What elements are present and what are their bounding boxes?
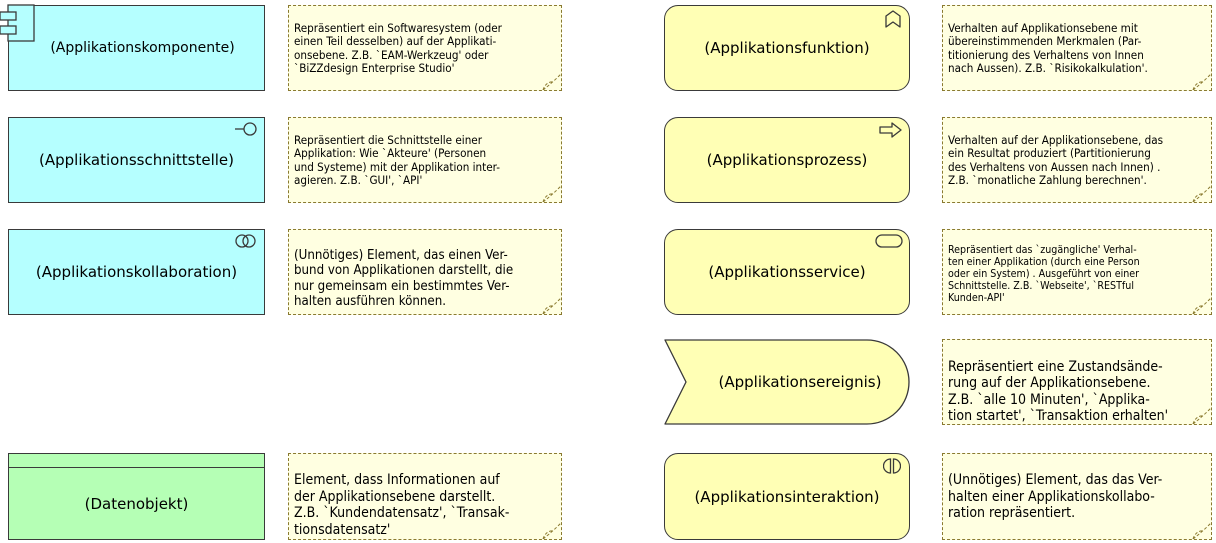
applikationskollaboration-element[interactable]: (Applikationskollaboration) bbox=[8, 229, 265, 315]
note-komponente: Repräsentiert ein Softwaresystem (oder e… bbox=[288, 5, 562, 91]
note-curl-icon bbox=[542, 297, 561, 314]
note-text: Element, dass Informationen auf der Appl… bbox=[294, 472, 510, 538]
note-ereignis: Repräsentiert eine Zustandsände- rung au… bbox=[942, 339, 1212, 425]
note-funktion: Verhalten auf Applikationsebene mit über… bbox=[942, 5, 1212, 91]
note-interaktion: (Unnötiges) Element, das das Ver- halten… bbox=[942, 453, 1212, 540]
note-curl-icon bbox=[1192, 522, 1211, 539]
note-curl-icon bbox=[542, 185, 561, 202]
note-text: Repräsentiert ein Softwaresystem (oder e… bbox=[294, 20, 502, 76]
component-icon bbox=[0, 4, 35, 42]
note-kollaboration: (Unnötiges) Element, das einen Ver- bund… bbox=[288, 229, 562, 315]
note-text: Verhalten auf der Applikationsebene, das… bbox=[948, 132, 1164, 188]
note-text: Repräsentiert die Schnittstelle einer Ap… bbox=[294, 132, 500, 188]
datenobjekt-element[interactable]: (Datenobjekt) bbox=[8, 453, 265, 540]
note-curl-icon bbox=[542, 73, 561, 90]
note-text: (Unnötiges) Element, das einen Ver- bund… bbox=[294, 247, 514, 310]
applikationsservice-element[interactable]: (Applikationsservice) bbox=[664, 229, 910, 315]
element-label: (Applikationsereignis) bbox=[718, 373, 882, 391]
interaction-icon bbox=[883, 458, 901, 474]
note-curl-icon bbox=[1192, 73, 1211, 90]
data-object-header bbox=[9, 467, 264, 468]
element-label: (Datenobjekt) bbox=[84, 494, 189, 513]
applikationsprozess-element[interactable]: (Applikationsprozess) bbox=[664, 117, 910, 203]
element-label: (Applikationsservice) bbox=[708, 263, 866, 281]
process-arrow-icon bbox=[879, 122, 902, 138]
element-label: (Applikationsfunktion) bbox=[704, 39, 870, 57]
function-icon bbox=[885, 10, 901, 28]
applikationsereignis-element[interactable]: (Applikationsereignis) bbox=[664, 339, 910, 425]
note-curl-icon bbox=[1192, 407, 1211, 424]
note-datenobjekt: Element, dass Informationen auf der Appl… bbox=[288, 453, 562, 540]
note-curl-icon bbox=[1192, 185, 1211, 202]
element-label: (Applikationskomponente) bbox=[50, 40, 235, 56]
service-icon bbox=[875, 234, 903, 248]
applikationskomponente-element[interactable]: (Applikationskomponente) bbox=[0, 4, 265, 91]
note-text: Repräsentiert eine Zustandsände- rung au… bbox=[948, 358, 1169, 425]
applikationsschnittstelle-element[interactable]: (Applikationsschnittstelle) bbox=[8, 117, 265, 203]
note-text: Verhalten auf Applikationsebene mit über… bbox=[948, 20, 1148, 76]
element-label: (Applikationsschnittstelle) bbox=[39, 151, 234, 169]
element-label: (Applikationsprozess) bbox=[706, 151, 868, 169]
note-curl-icon bbox=[542, 522, 561, 539]
note-curl-icon bbox=[1192, 297, 1211, 314]
note-prozess: Verhalten auf der Applikationsebene, das… bbox=[942, 117, 1212, 203]
applikationsinteraktion-element[interactable]: (Applikationsinteraktion) bbox=[664, 453, 910, 540]
note-text: Repräsentiert das `zugängliche' Verhal- … bbox=[948, 244, 1140, 305]
note-schnittstelle: Repräsentiert die Schnittstelle einer Ap… bbox=[288, 117, 562, 203]
interface-icon bbox=[235, 122, 257, 136]
element-label: (Applikationsinteraktion) bbox=[694, 487, 880, 506]
note-text: (Unnötiges) Element, das das Ver- halten… bbox=[948, 472, 1163, 522]
collaboration-icon bbox=[235, 234, 256, 248]
note-service: Repräsentiert das `zugängliche' Verhal- … bbox=[942, 229, 1212, 315]
element-label: (Applikationskollaboration) bbox=[35, 263, 238, 281]
event-shape bbox=[664, 339, 910, 425]
applikationsfunktion-element[interactable]: (Applikationsfunktion) bbox=[664, 5, 910, 91]
